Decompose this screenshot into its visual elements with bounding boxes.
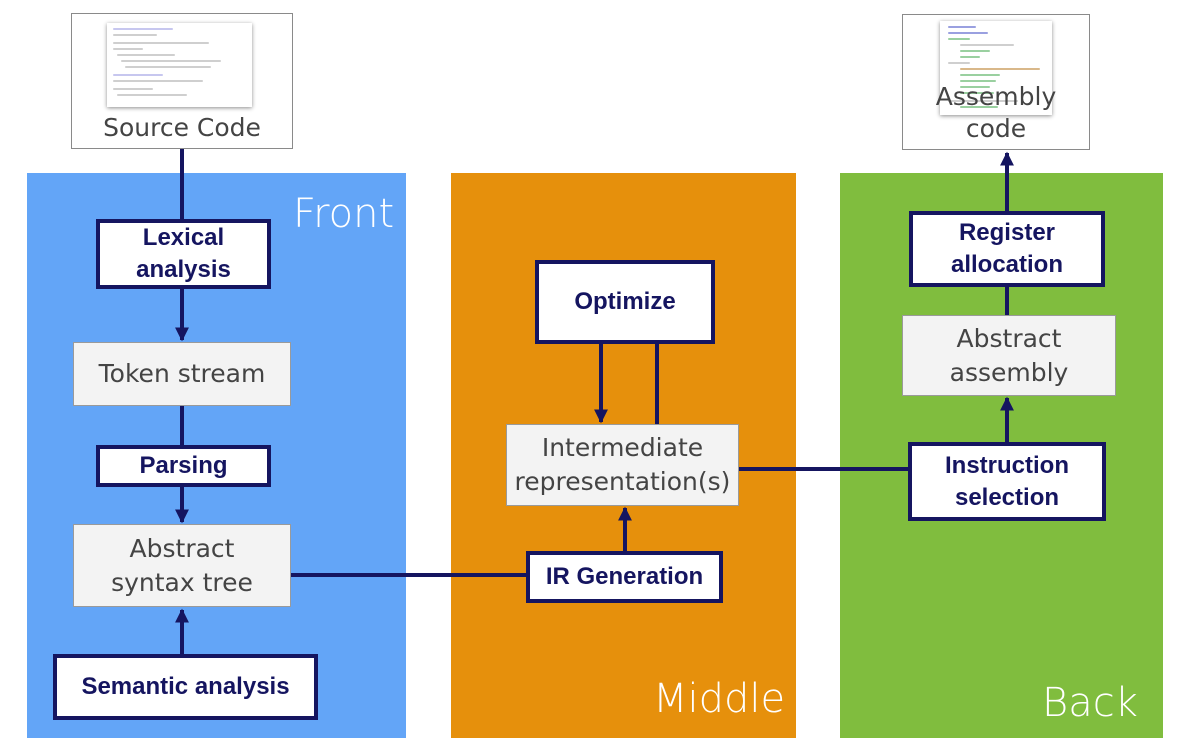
instruction-selection-step: Instruction selection bbox=[908, 442, 1106, 521]
abstract-syntax-tree-data: Abstract syntax tree bbox=[73, 524, 291, 607]
assembly-code-thumbnail bbox=[940, 21, 1052, 115]
source-code-label: Source Code bbox=[103, 113, 261, 142]
assembly-code-label: Assembly code bbox=[935, 82, 1057, 143]
optimize-step: Optimize bbox=[535, 260, 715, 344]
front-panel-label: Front bbox=[293, 191, 395, 237]
abstract-assembly-data: Abstract assembly bbox=[902, 315, 1116, 396]
parsing-step: Parsing bbox=[96, 445, 271, 487]
lexical-analysis-step: Lexical analysis bbox=[96, 219, 271, 289]
source-code-thumbnail bbox=[107, 23, 252, 107]
middle-panel-label: Middle bbox=[653, 676, 786, 722]
semantic-analysis-step: Semantic analysis bbox=[53, 654, 318, 720]
register-allocation-step: Register allocation bbox=[909, 211, 1105, 287]
back-panel-label: Back bbox=[1042, 680, 1138, 726]
ir-generation-step: IR Generation bbox=[526, 551, 723, 603]
source-code-box: Source Code bbox=[71, 13, 293, 149]
token-stream-data: Token stream bbox=[73, 342, 291, 406]
intermediate-representation-data: Intermediate representation(s) bbox=[506, 424, 739, 506]
assembly-code-box: Assembly code bbox=[902, 14, 1090, 150]
